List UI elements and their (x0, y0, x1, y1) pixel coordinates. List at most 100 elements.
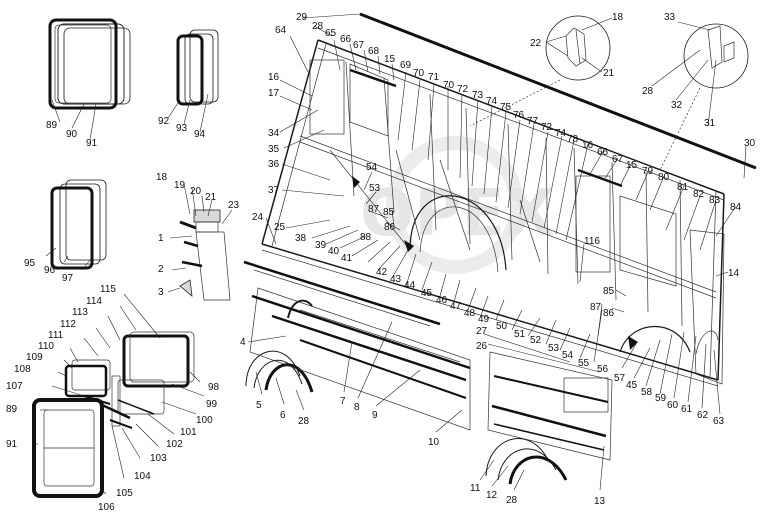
label-12: 12 (486, 490, 498, 501)
label-54a: 54 (366, 162, 378, 173)
window-left-top (48, 18, 131, 110)
label-76: 76 (513, 110, 525, 121)
label-73: 73 (472, 90, 484, 101)
label-104: 104 (134, 471, 151, 482)
label-44: 44 (404, 280, 416, 291)
label-64: 64 (275, 25, 287, 36)
label-52: 52 (530, 335, 542, 346)
label-32: 32 (671, 100, 683, 111)
window-left-mid (50, 179, 107, 270)
label-103: 103 (150, 453, 167, 464)
label-13: 13 (594, 496, 606, 507)
label-86a: 86 (384, 222, 396, 233)
label-33: 33 (664, 12, 676, 23)
label-53a: 53 (369, 183, 381, 194)
wheel-arch-right (485, 438, 568, 485)
label-15a: 15 (384, 54, 396, 65)
body-side-frame (243, 12, 757, 387)
label-18a: 18 (156, 172, 168, 183)
label-35: 35 (268, 144, 280, 155)
label-79: 79 (642, 166, 654, 177)
label-41: 41 (341, 253, 353, 264)
label-107: 107 (6, 381, 23, 392)
label-87a: 87 (368, 204, 380, 215)
label-63: 63 (713, 416, 725, 427)
label-86b: 86 (603, 308, 615, 319)
sill-moldings (249, 287, 471, 431)
label-68: 68 (368, 46, 380, 57)
label-114: 114 (86, 296, 102, 307)
label-112: 112 (60, 319, 76, 330)
label-28: 28 (312, 21, 324, 32)
label-18b: 18 (612, 12, 624, 23)
label-27: 27 (476, 326, 488, 337)
label-99: 99 (206, 399, 218, 410)
label-84: 84 (730, 202, 742, 213)
detail-circle-hinge-2 (683, 23, 749, 89)
label-24: 24 (252, 212, 264, 223)
small-parts-upper (179, 209, 231, 301)
label-78: 78 (567, 134, 579, 145)
label-111: 111 (48, 330, 64, 341)
label-85b: 85 (603, 286, 615, 297)
label-61: 61 (681, 404, 693, 415)
label-82: 82 (693, 189, 705, 200)
label-2: 2 (158, 264, 164, 275)
label-72b: 72 (541, 122, 553, 133)
label-66: 66 (340, 34, 352, 45)
label-106: 106 (98, 502, 115, 513)
label-28c: 28 (298, 416, 310, 427)
label-21a: 21 (205, 192, 217, 203)
watermark: OPEX (360, 136, 554, 274)
label-70a: 70 (413, 68, 425, 79)
label-21b: 21 (603, 68, 615, 79)
label-89b: 89 (6, 404, 18, 415)
label-6: 6 (280, 410, 286, 421)
label-91b: 91 (6, 439, 18, 450)
rear-lower-panel (487, 351, 613, 461)
label-39: 39 (315, 240, 327, 251)
label-100: 100 (196, 415, 213, 426)
label-66b: 66 (597, 147, 609, 158)
label-69: 69 (400, 60, 412, 71)
label-47: 47 (450, 301, 462, 312)
label-110: 110 (38, 341, 54, 352)
wheel-arch-left (245, 350, 314, 393)
label-65: 65 (325, 28, 337, 39)
label-22: 22 (530, 38, 542, 49)
label-54b: 54 (562, 350, 574, 361)
label-9: 9 (372, 410, 378, 421)
label-94: 94 (194, 129, 206, 140)
label-11: 11 (470, 483, 481, 494)
label-40: 40 (328, 246, 340, 257)
label-72a: 72 (457, 84, 469, 95)
label-59: 59 (655, 393, 667, 404)
label-101: 101 (180, 427, 197, 438)
label-4: 4 (240, 337, 246, 348)
label-34: 34 (268, 128, 280, 139)
label-55: 55 (578, 358, 590, 369)
label-74b: 74 (555, 128, 567, 139)
label-25: 25 (274, 222, 286, 233)
leader-lines (36, 13, 747, 495)
label-89a: 89 (46, 120, 58, 131)
label-58: 58 (641, 387, 653, 398)
label-91a: 91 (86, 138, 98, 149)
label-60: 60 (667, 400, 679, 411)
label-28b: 28 (642, 86, 654, 97)
label-62: 62 (697, 410, 709, 421)
label-67: 67 (353, 40, 365, 51)
label-3: 3 (158, 287, 164, 298)
label-5: 5 (256, 400, 262, 411)
label-49: 49 (478, 314, 490, 325)
label-29: 29 (296, 12, 308, 23)
label-16a: 16 (268, 72, 280, 83)
window-small-top (176, 29, 219, 106)
label-38: 38 (295, 233, 307, 244)
label-7: 7 (340, 396, 346, 407)
label-81: 81 (677, 182, 689, 193)
detail-circle-hinge-1 (545, 15, 611, 81)
label-102: 102 (166, 439, 183, 450)
label-77: 77 (527, 116, 539, 127)
